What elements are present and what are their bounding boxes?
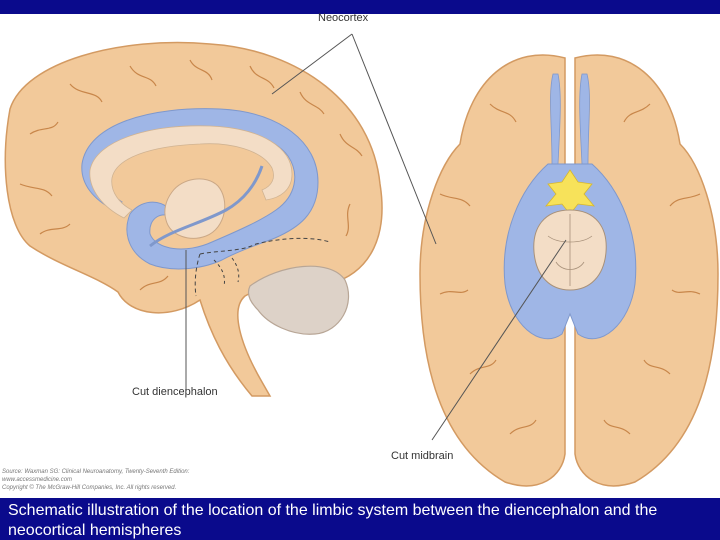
diencephalon: [164, 178, 226, 239]
source-line: www.accessmedicine.com: [2, 477, 73, 483]
caption-bar: Schematic illustration of the location o…: [0, 498, 720, 540]
sagittal-brain-view: [4, 33, 383, 397]
source-credit: Source: Waxman SG: Clinical Neuroanatomy…: [2, 468, 189, 492]
caption-text: Schematic illustration of the location o…: [8, 502, 658, 539]
label-cut-midbrain: Cut midbrain: [391, 450, 454, 462]
optic-chiasm: [545, 169, 595, 215]
label-neocortex: Neocortex: [318, 12, 369, 24]
left-hemisphere: [419, 54, 566, 487]
source-line: Copyright © The McGraw-Hill Companies, I…: [2, 485, 177, 491]
label-cut-diencephalon: Cut diencephalon: [132, 386, 218, 398]
corpus-callosum: [89, 125, 293, 219]
brain-figure: [4, 33, 719, 487]
cerebellum: [247, 265, 350, 335]
right-hemisphere: [574, 54, 719, 487]
ventral-brain-view: [351, 33, 719, 487]
top-bar: [0, 0, 720, 14]
ventral-sulci: [439, 103, 701, 435]
source-line: Source: Waxman SG: Clinical Neuroanatomy…: [2, 469, 190, 475]
olfactory-tract-left: [550, 73, 561, 165]
olfactory-tract-right: [579, 73, 590, 165]
sagittal-sulci: [19, 59, 363, 291]
